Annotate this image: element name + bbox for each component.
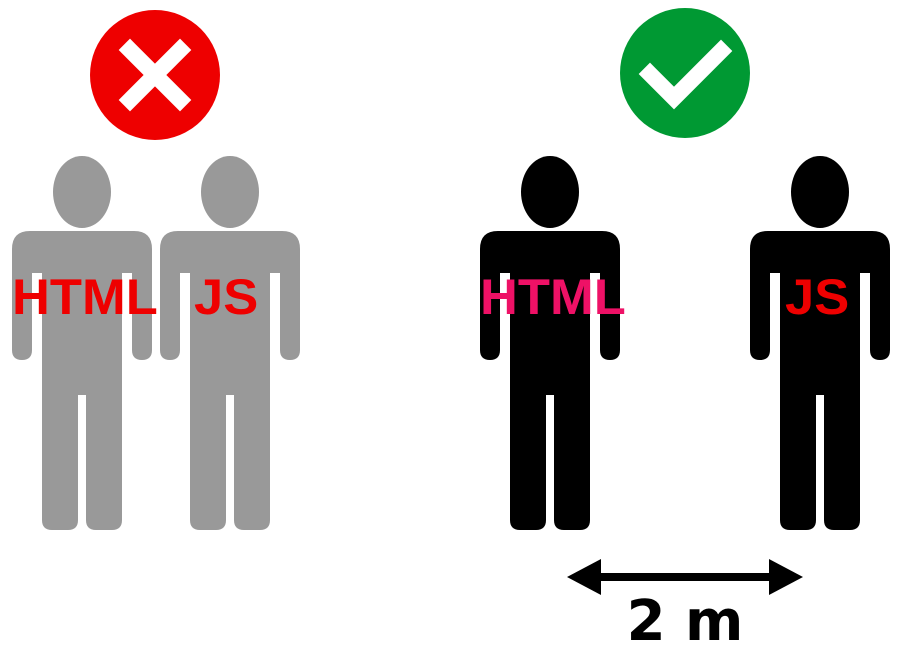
distance-label: 2 m [626,589,744,654]
correct-badge [620,8,750,138]
person-label-html-wrong: HTML [12,269,158,325]
person-figure-js-correct [750,155,890,530]
person-label-js-wrong: JS [194,269,259,325]
close-icon [90,10,220,140]
wrong-badge [90,10,220,140]
person-icon [12,156,152,530]
person-icon [750,156,890,530]
person-figure-html-wrong [12,155,152,530]
person-figure-js-wrong [160,155,300,530]
person-icon [160,156,300,530]
double-arrow-icon [565,557,805,597]
person-label-js-correct: JS [785,269,850,325]
person-figure-html-correct [480,155,620,530]
person-label-html-correct: HTML [480,269,626,325]
check-icon [620,8,750,138]
person-icon [480,156,620,530]
